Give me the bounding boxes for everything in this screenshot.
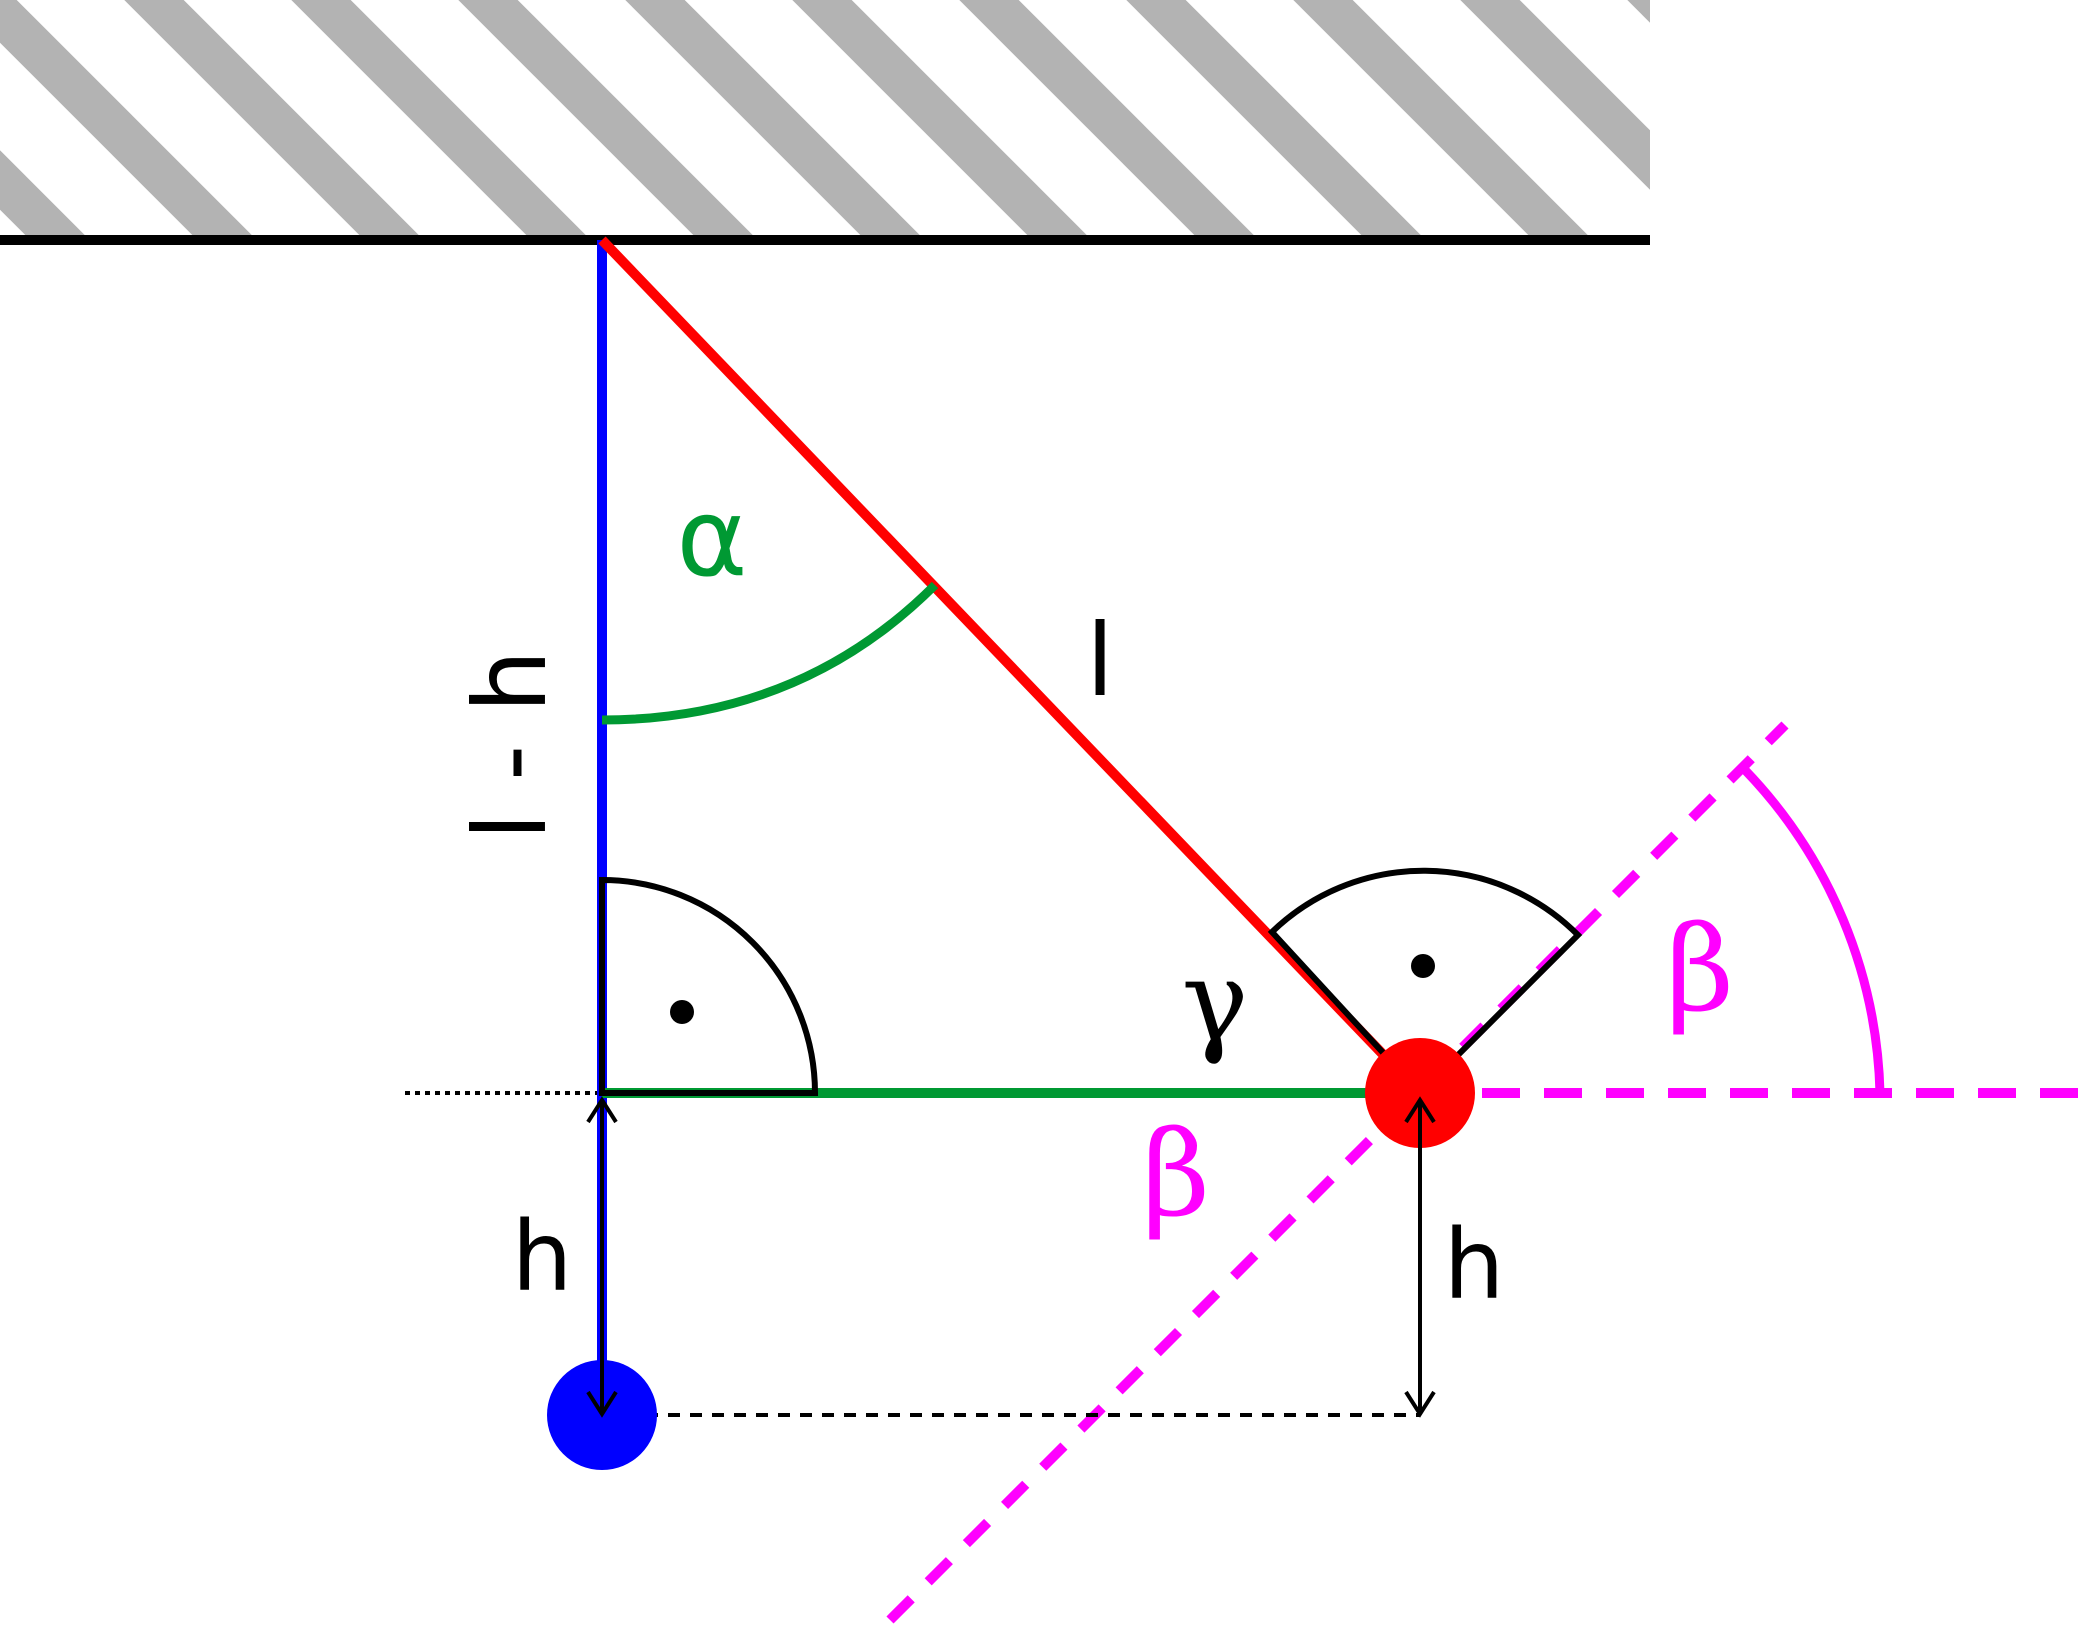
hatch-stripe: [124, 0, 424, 240]
alpha-angle-arc: [601, 581, 939, 725]
label-l-minus-h: l - h: [452, 650, 569, 841]
hatch-stripe: [458, 0, 758, 240]
label-h-right: h: [1444, 1209, 1505, 1321]
rope-deflected: [598, 236, 1424, 1097]
right-angle-dot-left: [670, 1000, 694, 1024]
right-angle-dot-right: [1411, 954, 1435, 978]
ceiling-hatch: [0, 0, 2082, 260]
hatch-stripe: [291, 0, 591, 240]
hatch-stripe: [1460, 0, 1650, 190]
hatch-stripe: [792, 0, 1092, 240]
hatch-stripe: [959, 0, 1259, 240]
h-dimension-arrow-right: [1404, 1096, 1436, 1418]
hatch-stripe: [1126, 0, 1426, 240]
hatch-stripe: [0, 0, 257, 240]
hatch-stripe: [1971, 0, 2082, 260]
label-h-left: h: [512, 1201, 573, 1313]
right-angle-marker-left: [599, 876, 819, 1096]
hatch-stripe: [1627, 0, 1650, 23]
label-beta-lower: β: [1142, 1105, 1210, 1243]
bob-deflected: [1365, 1038, 1475, 1148]
beta-angle-arc: [1741, 766, 1885, 1094]
beta-diagonal-dashed-line: [886, 721, 1789, 1624]
hatch-stripe: [0, 150, 90, 240]
label-alpha: α: [676, 476, 747, 601]
hatch-stripe: [625, 0, 925, 240]
hatch-stripe: [1804, 0, 2082, 260]
label-beta-right: β: [1666, 900, 1734, 1038]
h-dimension-arrow-left: [586, 1096, 618, 1418]
label-gamma: γ: [1182, 937, 1249, 1067]
right-angle-marker-right: [1267, 867, 1583, 1098]
label-l: l: [1086, 602, 1114, 719]
hatch-stripe: [1293, 0, 1593, 240]
